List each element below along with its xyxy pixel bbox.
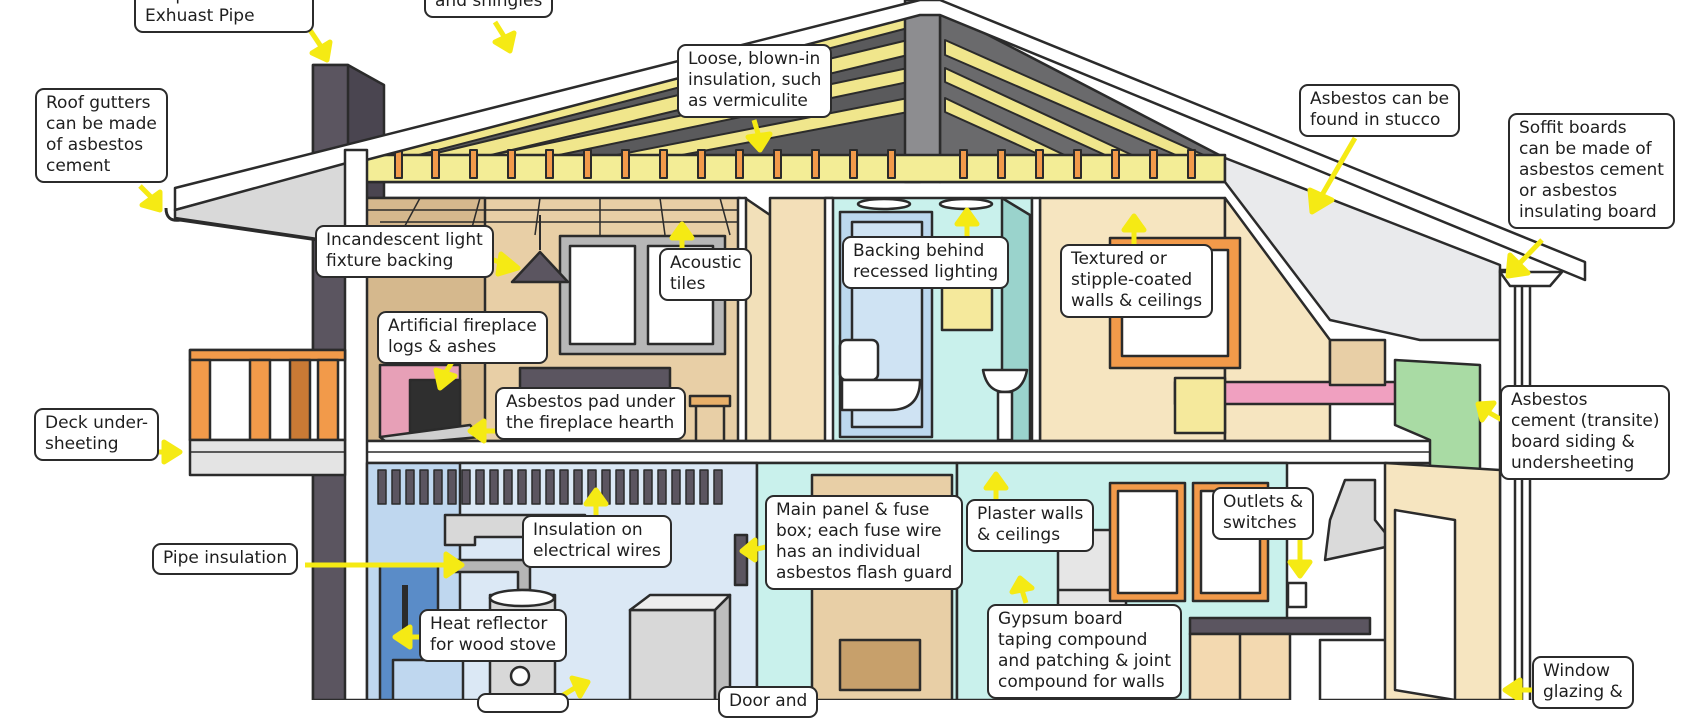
blown-in-insulation — [363, 153, 1227, 184]
furnace — [628, 608, 717, 700]
downspout — [1513, 286, 1532, 700]
arrow-outlets — [1287, 540, 1313, 579]
arrow-soffit — [1505, 238, 1544, 279]
label-basement-cutoff — [477, 693, 569, 713]
label-roof-gutters: Roof gutters can be made of asbestos cem… — [35, 88, 168, 183]
side-window — [1393, 508, 1457, 700]
arrow-main-panel — [739, 537, 767, 563]
label-recessed-lighting: Backing behind recessed lighting — [842, 236, 1010, 289]
label-outlets-switches: Outlets & switches — [1212, 487, 1315, 540]
dining-lamp — [838, 638, 922, 692]
arrow-shingles — [492, 20, 517, 54]
arrow-siding — [1475, 400, 1504, 423]
label-acoustic-tiles: Acoustic tiles — [659, 248, 753, 301]
label-board-siding: Asbestos cement (transite) board siding … — [1500, 385, 1671, 480]
toilet — [838, 338, 880, 382]
arrow-gypsum — [1009, 575, 1035, 604]
label-deck-undersheeting: Deck under- sheeting — [34, 408, 159, 461]
label-heat-reflector: Heat reflector for wood stove — [419, 609, 568, 662]
deck — [188, 348, 347, 477]
main-panel-box — [733, 533, 749, 587]
label-stucco: Asbestos can be found in stucco — [1299, 84, 1461, 137]
acoustic-ceiling-grid — [365, 197, 740, 236]
arrow-stucco — [1307, 136, 1358, 215]
arrow-fireplace-logs — [433, 360, 458, 391]
heat-reflector-panel — [391, 658, 465, 700]
label-door: Door and — [718, 686, 819, 718]
label-window-glazing: Window glazing & — [1532, 656, 1634, 709]
label-loose-insulation: Loose, blown-in insulation, such as verm… — [677, 44, 833, 118]
deck-undersheeting — [188, 438, 347, 477]
label-electrical-wires: Insulation on electrical wires — [522, 515, 672, 568]
label-pipe-insulation: Pipe insulation — [152, 543, 299, 575]
arrow-loose-insulation — [745, 119, 773, 153]
wire-joists — [377, 469, 723, 505]
label-textured-walls: Textured or stipple-coated walls & ceili… — [1060, 244, 1214, 318]
arrow-light-fixture — [487, 251, 521, 277]
arrow-exhaust-pipe — [307, 28, 333, 63]
label-main-panel: Main panel & fuse box; each fuse wire ha… — [765, 495, 964, 590]
arrow-gutter — [138, 184, 163, 213]
arrow-textured — [1121, 213, 1147, 244]
arrow-heat-reflector — [392, 624, 420, 650]
arrow-plaster — [983, 471, 1009, 500]
label-gypsum-board: Gypsum board taping compound and patchin… — [987, 604, 1183, 699]
kitchen-counter — [1188, 616, 1372, 636]
right-exterior-wall — [1498, 268, 1524, 700]
label-roof-shingles: and shingles — [424, 0, 554, 18]
label-fireplace-logs: Artificial fireplace logs & ashes — [377, 311, 548, 364]
stucco-wall — [1223, 156, 1502, 342]
arrow-wires — [583, 487, 609, 516]
hanging-lamp — [510, 250, 570, 284]
ceiling-joists — [394, 149, 1196, 179]
arrow-recessed — [954, 207, 980, 238]
arrow-pipe-insulation — [305, 551, 465, 579]
label-fireplace-exhaust-pipe: Fireplace & Heater Exhuast Pipe — [134, 0, 314, 33]
outlet — [1286, 581, 1308, 609]
bathroom-mirror — [940, 283, 994, 332]
label-fireplace-hearth: Asbestos pad under the fireplace hearth — [495, 387, 687, 440]
label-plaster-walls: Plaster walls & ceilings — [966, 499, 1095, 552]
label-light-fixture-backing: Incandescent light fixture backing — [315, 225, 494, 278]
label-soffit-boards: Soffit boards can be made of asbestos ce… — [1508, 113, 1675, 229]
pointer-arrows — [138, 20, 1544, 700]
